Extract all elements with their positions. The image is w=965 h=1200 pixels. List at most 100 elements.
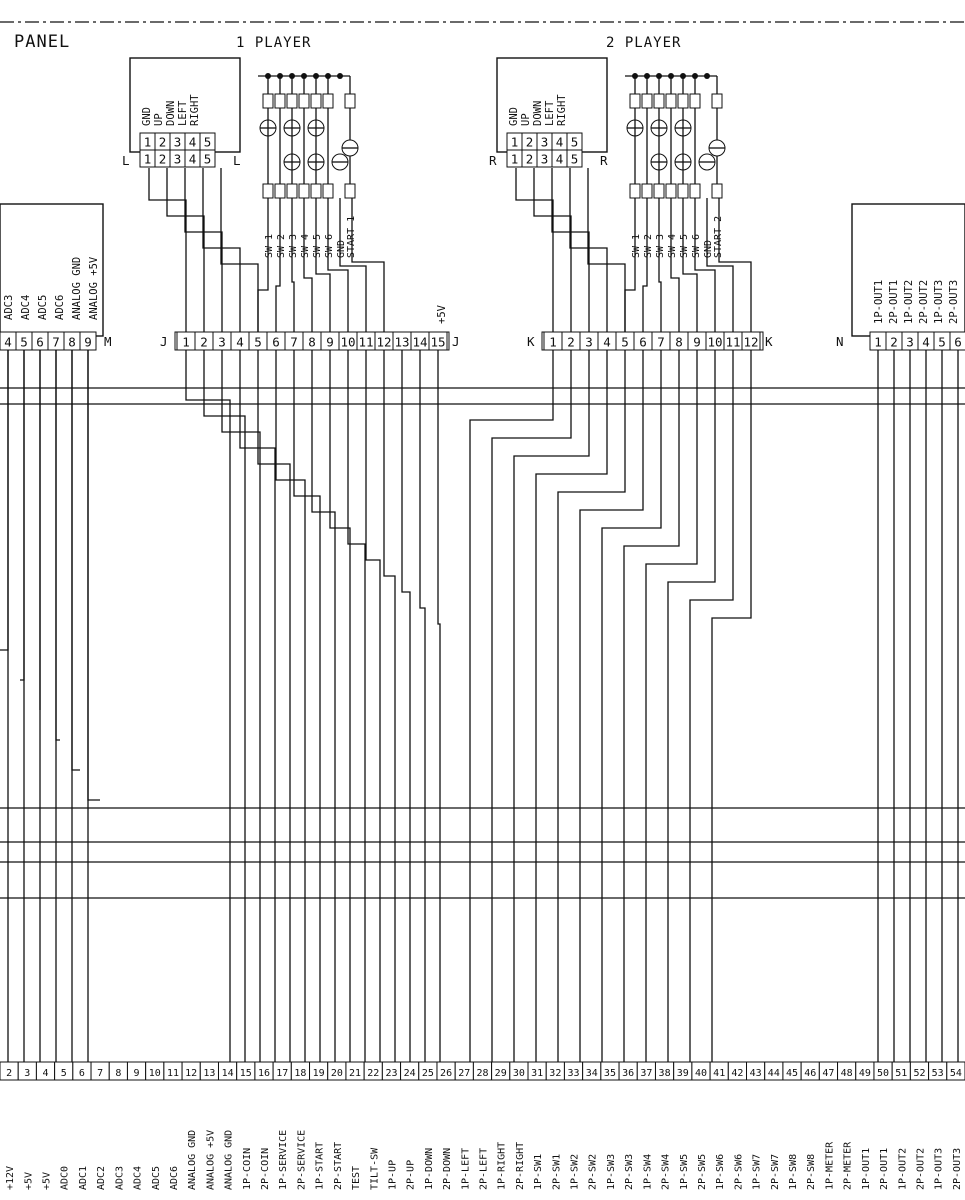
- switch1-wire: [257, 198, 269, 332]
- player2-switch-label: SW 2: [643, 234, 654, 258]
- switch1-wire: [339, 198, 367, 332]
- conn-j-pin-14: 14: [412, 335, 427, 350]
- conn-k-pin-7: 7: [657, 335, 665, 350]
- bottom-pin-label: +12V: [5, 1166, 16, 1190]
- player2-sw-top: [629, 93, 641, 109]
- conn-n-label: 2P-OUT2: [918, 280, 930, 324]
- player1-sw-top: [322, 93, 334, 109]
- conn-k-pin-11: 11: [725, 335, 740, 350]
- player2-stick-pin-b-4: 4: [556, 152, 564, 167]
- conn-k-wire: [579, 350, 644, 1062]
- player2-bus-dot: [704, 73, 710, 79]
- player2-stick-pin-a-4: 4: [556, 135, 564, 150]
- switch1-wire: [291, 198, 295, 332]
- conn-j-wire: [203, 350, 246, 1062]
- bottom-pin-label: ANALOG GND: [187, 1130, 198, 1190]
- bottom-pin-label: 1P-SW1: [533, 1154, 544, 1190]
- player2-stick-conn-left: R: [489, 153, 497, 168]
- player2-sw-bottom: [665, 183, 677, 199]
- conn-m-wire: [87, 350, 100, 801]
- player1-sw-top: [298, 93, 310, 109]
- player1-switch-label: SW 3: [288, 234, 299, 258]
- bottom-pin-25: 25: [422, 1068, 434, 1079]
- bottom-pin-49: 49: [859, 1068, 871, 1079]
- bottom-pin-42: 42: [731, 1068, 743, 1079]
- player2-stick-pin-b-3: 3: [541, 152, 549, 167]
- bottom-pin-label: 2P-SW4: [661, 1154, 672, 1190]
- player2-stick-label: GND: [508, 107, 520, 126]
- player2-stick-pin-b-5: 5: [571, 152, 579, 167]
- bottom-pin-13: 13: [203, 1068, 215, 1079]
- player2-sw-bottom: [689, 183, 701, 199]
- conn-k-wire: [491, 350, 572, 1062]
- player2-stick-label: DOWN: [532, 101, 544, 126]
- conn-n-label: 2P-OUT3: [948, 280, 960, 324]
- player1-stick-pin-b-1: 1: [144, 152, 152, 167]
- conn-j-wire: [365, 350, 381, 1062]
- bottom-pin-label: 1P-COIN: [242, 1148, 253, 1190]
- player2-stick-conn-right: R: [600, 153, 608, 168]
- player1-stick-pin-b-3: 3: [174, 152, 182, 167]
- bottom-pin-label: 1P-LEFT: [460, 1148, 471, 1190]
- player2-stick-label: RIGHT: [556, 94, 568, 126]
- conn-j-pin-11: 11: [358, 335, 373, 350]
- conn-j-wire: [401, 350, 411, 1062]
- conn-k-pin-10: 10: [707, 335, 722, 350]
- bottom-pin-38: 38: [659, 1068, 671, 1079]
- bottom-pin-22: 22: [367, 1068, 379, 1079]
- player2-switch-label: SW 6: [691, 234, 702, 258]
- player2-sw-top: [677, 93, 689, 109]
- bottom-pin-31: 31: [531, 1068, 543, 1079]
- player2-sw-bottom: [677, 183, 689, 199]
- bottom-pin-label: 2P-SW5: [697, 1154, 708, 1190]
- player1-stick-label: DOWN: [165, 101, 177, 126]
- conn-k-pin-8: 8: [675, 335, 683, 350]
- bottom-pin-label: 1P-UP: [387, 1160, 398, 1190]
- conn-n-pin-3: 3: [906, 335, 914, 350]
- bottom-pin-label: 2P-OUT2: [915, 1148, 926, 1190]
- player1-stick-label: LEFT: [177, 100, 189, 126]
- bottom-pin-37: 37: [640, 1068, 652, 1079]
- bottom-pin-label: ANALOG GND: [224, 1130, 235, 1190]
- conn-j-wire: [185, 350, 231, 1062]
- player1-stick-pin-a-3: 3: [174, 135, 182, 150]
- conn-n-name: N: [836, 334, 844, 349]
- bottom-pin-5: 5: [61, 1068, 67, 1079]
- conn-j-wire: [347, 350, 366, 1062]
- bottom-pin-48: 48: [841, 1068, 853, 1079]
- conn-m-name: M: [104, 334, 112, 349]
- switch2-wire: [670, 198, 680, 332]
- conn-n-pin-4: 4: [922, 335, 930, 350]
- player2-stick-pin-b-1: 1: [511, 152, 519, 167]
- player1-sw-top: [262, 93, 274, 109]
- bottom-pin-6: 6: [79, 1068, 85, 1079]
- conn-j-plus5v: +5V: [436, 304, 448, 324]
- bottom-pin-label: 1P-OUT1: [861, 1148, 872, 1190]
- bottom-pin-label: ADC0: [60, 1166, 71, 1190]
- player2-switch-label: SW 4: [667, 234, 678, 258]
- bottom-pin-label: ADC2: [96, 1166, 107, 1190]
- bottom-pin-label: 2P-RIGHT: [515, 1142, 526, 1190]
- conn-j-wire: [383, 350, 396, 1062]
- bottom-pin-label: 1P-START: [315, 1142, 326, 1190]
- bottom-pin-label: 2P-METER: [843, 1141, 854, 1190]
- conn-j-pin-6: 6: [272, 335, 280, 350]
- bottom-pin-51: 51: [895, 1068, 907, 1079]
- conn-m-label: ADC5: [37, 295, 49, 320]
- bottom-pin-label: 1P-SW8: [788, 1154, 799, 1190]
- conn-m-wire: [0, 350, 9, 651]
- bottom-pin-9: 9: [134, 1068, 140, 1079]
- player2-switch-label: SW 3: [655, 234, 666, 258]
- player2-title: 2 PLAYER: [606, 35, 681, 51]
- conn-j-wire: [221, 350, 261, 1062]
- switch2-wire: [682, 198, 698, 332]
- conn-j-pin-7: 7: [290, 335, 298, 350]
- player2-sw-top: [641, 93, 653, 109]
- player1-switch-label: SW 2: [276, 234, 287, 258]
- conn-k-wire: [623, 350, 680, 1062]
- conn-m-label: ADC3: [3, 295, 15, 320]
- bottom-pin-label: 2P-START: [333, 1142, 344, 1190]
- bottom-pin-label: 2P-SW1: [551, 1154, 562, 1190]
- conn-j-wire: [437, 350, 441, 1062]
